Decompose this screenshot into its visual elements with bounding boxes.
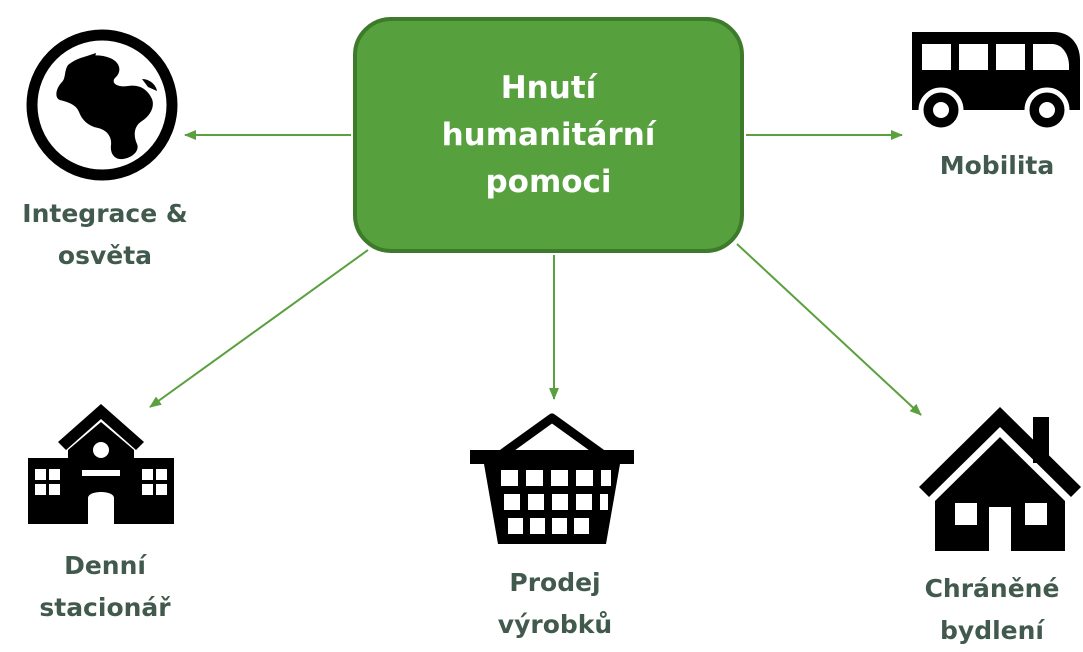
label-bydleni: Chráněné bydlení — [924, 574, 1060, 645]
arrow-to-bydleni — [736, 243, 922, 416]
school-building-icon — [26, 402, 176, 526]
center-title: Hnutí humanitární pomoci — [441, 69, 656, 200]
label-stacionar: Denní stacionář — [39, 551, 171, 622]
center-node: Hnutí humanitární pomoci — [353, 17, 744, 253]
shopping-basket-icon — [468, 412, 636, 546]
label-integrace: Integrace & osvěta — [22, 199, 188, 270]
bus-icon — [908, 26, 1083, 130]
label-mobilita: Mobilita — [939, 151, 1055, 180]
house-icon — [917, 403, 1083, 553]
label-prodej: Prodej výrobků — [497, 568, 613, 639]
globe-icon — [24, 27, 180, 183]
arrow-to-stacionar — [149, 249, 369, 408]
